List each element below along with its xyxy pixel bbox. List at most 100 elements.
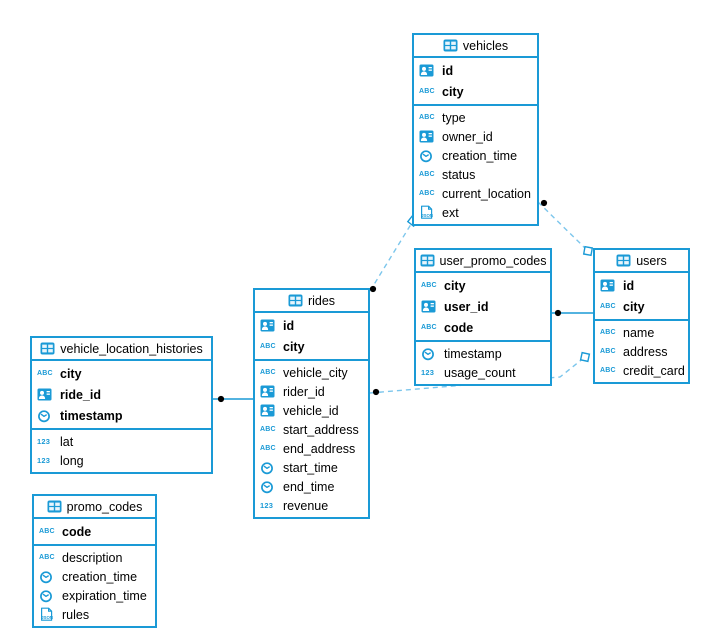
number-type-icon: 123 (421, 367, 435, 377)
svg-text:JSON: JSON (41, 615, 53, 620)
column-row[interactable]: user_id (416, 296, 550, 317)
table-name: rides (307, 293, 336, 308)
column-row[interactable]: timestamp (32, 405, 211, 426)
column-label: current_location (442, 186, 531, 201)
column-row[interactable]: start_time (255, 458, 368, 477)
relation-dot-marker (372, 388, 380, 396)
text-type-icon: ABC (421, 324, 437, 331)
column-label: end_time (283, 479, 335, 494)
column-label: rider_id (283, 384, 325, 399)
column-label: city (60, 366, 82, 381)
text-type-icon: ABC (419, 114, 435, 121)
column-label: revenue (283, 498, 329, 513)
column-row[interactable]: owner_id (414, 127, 537, 146)
column-row[interactable]: creation_time (414, 146, 537, 165)
table-header[interactable]: vehicles (414, 35, 537, 58)
table-name: promo_codes (66, 499, 143, 514)
text-type-icon: ABC (260, 426, 276, 433)
column-row[interactable]: ride_id (32, 384, 211, 405)
text-type-icon: ABC (260, 369, 276, 376)
column-label: long (60, 453, 84, 468)
table-header[interactable]: user_promo_codes (416, 250, 550, 273)
relation-line-vehicles-to-users[interactable] (537, 201, 589, 252)
relation-line-rides-to-vehicles[interactable] (369, 220, 414, 292)
column-label: id (623, 278, 635, 293)
relation-dot-marker (369, 285, 377, 293)
timestamp-type-icon (39, 589, 57, 603)
table-icon (420, 254, 435, 267)
uuid-type-icon (419, 64, 437, 77)
text-type-icon: ABC (419, 190, 435, 197)
text-type-icon: ABC (39, 528, 55, 535)
relation-dot-marker (540, 199, 548, 207)
table-icon (47, 500, 62, 513)
text-type-icon: ABC (260, 445, 276, 452)
column-row[interactable]: expiration_time (34, 586, 155, 605)
table-name: vehicles (462, 38, 509, 53)
table-header[interactable]: users (595, 250, 688, 273)
relation-diamond-marker (579, 351, 591, 363)
relation-dot-marker (217, 395, 225, 403)
uuid-type-icon (600, 279, 618, 292)
column-row[interactable]: rider_id (255, 382, 368, 401)
column-row[interactable]: id (255, 315, 368, 336)
column-row[interactable]: ABC current_location (414, 184, 537, 203)
column-row[interactable]: ABC city (32, 363, 211, 384)
table-header[interactable]: vehicle_location_histories (32, 338, 211, 361)
uuid-type-icon (419, 130, 437, 143)
column-row[interactable]: id (595, 275, 688, 296)
table-header[interactable]: rides (255, 290, 368, 313)
table-name: users (636, 253, 667, 268)
column-row[interactable]: creation_time (34, 567, 155, 586)
column-label: user_id (444, 299, 489, 314)
text-type-icon: ABC (600, 348, 616, 355)
column-row[interactable]: end_time (255, 477, 368, 496)
column-label: city (623, 299, 645, 314)
column-label: vehicle_id (283, 403, 339, 418)
table-header[interactable]: promo_codes (34, 496, 155, 519)
uuid-type-icon (260, 319, 278, 332)
text-type-icon: ABC (39, 554, 55, 561)
timestamp-type-icon (39, 570, 57, 584)
text-type-icon: ABC (37, 370, 53, 377)
column-label: creation_time (62, 569, 138, 584)
relation-line-rides-to-users[interactable] (369, 356, 586, 394)
column-row[interactable]: timestamp (416, 344, 550, 363)
text-type-icon: ABC (600, 367, 616, 374)
column-row[interactable]: id (414, 60, 537, 81)
column-row[interactable]: vehicle_id (255, 401, 368, 420)
